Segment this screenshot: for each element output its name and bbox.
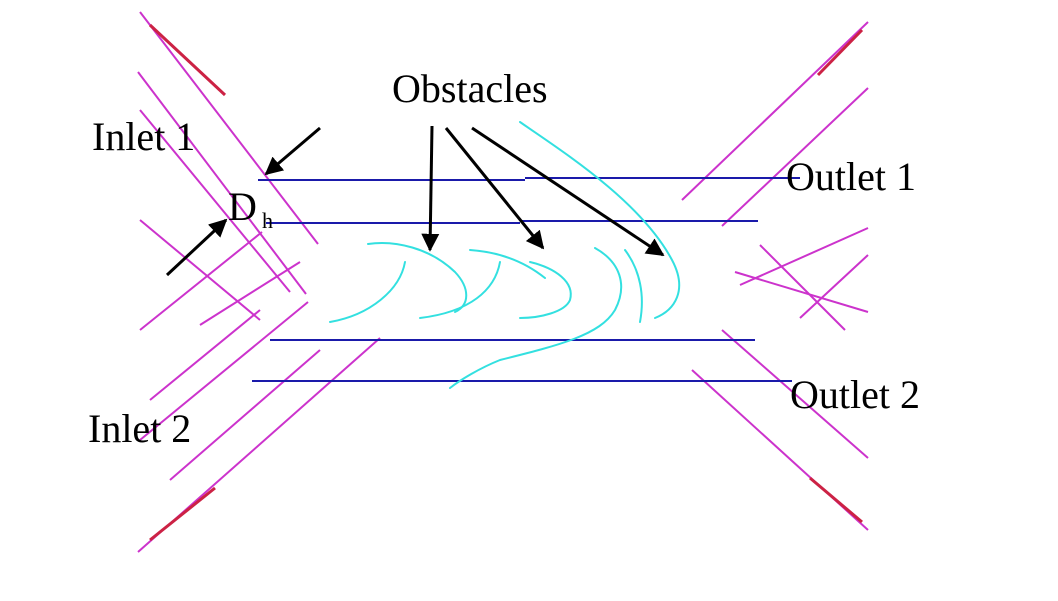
obstacle-2-tail [419, 261, 501, 319]
inlet-wall-accents [148, 23, 227, 542]
outlet2-inner-wall [721, 329, 869, 459]
outlet-wall-accents [809, 28, 864, 524]
obstacle-1 [367, 242, 468, 313]
outlet-mesh-line [759, 244, 846, 331]
inlet1-label: Inlet 1 [92, 114, 195, 159]
inlet2-label: Inlet 2 [88, 406, 191, 451]
obstacle-4 [449, 247, 623, 389]
dh-arrow-lower [165, 218, 228, 277]
obstacle-5-inner [624, 249, 643, 323]
obstacles-group [329, 121, 681, 389]
obstacle-3 [519, 261, 572, 319]
inlet-mesh-line [139, 109, 291, 293]
inlet-mesh-line [139, 231, 263, 331]
outlet1-wall-accent [816, 28, 864, 77]
outlet-mesh-line [734, 271, 869, 313]
obstacle-5 [519, 121, 681, 319]
outlet2-label: Outlet 2 [790, 372, 920, 417]
outlet-channel-walls [681, 21, 869, 531]
annotation-arrows [165, 125, 665, 277]
outlet1-label: Outlet 1 [786, 154, 916, 199]
obstacles-label: Obstacles [392, 66, 548, 111]
center-channel-walls [252, 177, 800, 382]
inlet1-outer-wall [139, 11, 319, 245]
inlet-mesh-line [199, 261, 301, 326]
obstacles-arrow-3 [471, 126, 665, 257]
hydraulic-diameter-subscript: h [262, 208, 273, 233]
outlet-mesh-line [739, 227, 869, 286]
obstacles-arrow-2 [444, 127, 545, 250]
outlet-mesh-line [799, 254, 869, 319]
inlet2-inner-wall [139, 301, 309, 441]
outlet1-outer-wall [681, 21, 869, 201]
inlet2-wall-accent [149, 486, 216, 542]
obstacle-1-tail [329, 261, 406, 323]
inlet-mesh-line [169, 349, 321, 481]
inlet1-inner-wall [137, 71, 307, 295]
hydraulic-diameter-label: D [228, 184, 257, 229]
outlet2-wall-accent [809, 476, 863, 524]
inlet-mesh-line [149, 309, 261, 401]
outlet1-inner-wall [721, 87, 869, 227]
inlet-channel-walls [137, 11, 381, 553]
obstacles-arrow-1 [421, 125, 440, 252]
inlet-mesh-line [139, 219, 261, 321]
dh-arrow-upper [264, 126, 321, 176]
inlet1-wall-accent [148, 23, 227, 97]
obstacle-2 [469, 249, 546, 279]
